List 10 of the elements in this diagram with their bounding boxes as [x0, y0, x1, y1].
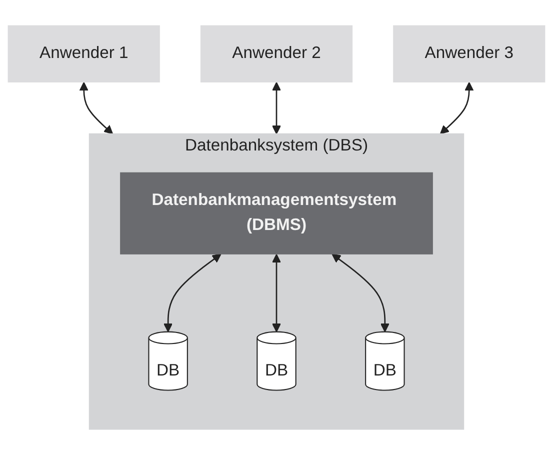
arrow: [79, 82, 114, 134]
arrow: [164, 254, 222, 332]
arrow: [332, 254, 390, 332]
arrow: [272, 82, 282, 134]
arrow: [272, 254, 282, 332]
node-box: Anwender 1: [8, 25, 160, 82]
node-box: Datenbankmanagementsystem (DBMS): [120, 172, 433, 254]
arrow: [440, 82, 474, 134]
node-box: Anwender 2: [200, 25, 353, 82]
node-box: Anwender 3: [393, 25, 546, 82]
